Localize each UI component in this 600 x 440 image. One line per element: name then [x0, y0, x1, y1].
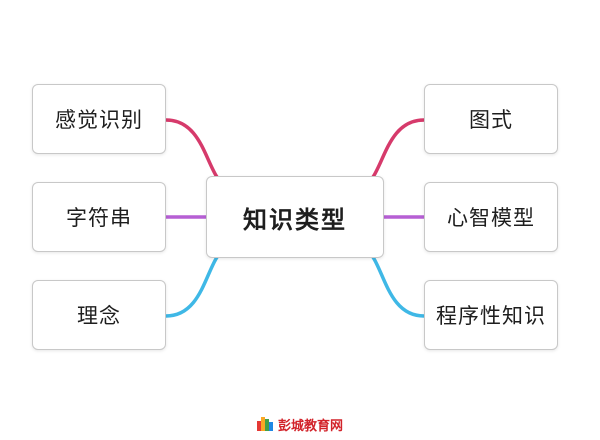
- connector-left-3: [164, 246, 228, 318]
- node-string: 字符串: [32, 182, 166, 252]
- central-node-label: 知识类型: [243, 205, 347, 234]
- node-label: 程序性知识: [436, 304, 546, 328]
- node-label: 感觉识别: [55, 108, 143, 132]
- node-label: 理念: [77, 304, 121, 328]
- watermark: 彭城教育网: [0, 412, 600, 436]
- book-logo-icon: [256, 417, 273, 431]
- node-concept: 理念: [32, 280, 166, 350]
- node-procedural-knowledge: 程序性知识: [424, 280, 558, 350]
- node-schema: 图式: [424, 84, 558, 154]
- node-label: 图式: [469, 108, 513, 132]
- node-perceptual-recognition: 感觉识别: [32, 84, 166, 154]
- watermark-text: 彭城教育网: [277, 418, 343, 434]
- node-mental-model: 心智模型: [424, 182, 558, 252]
- node-label: 心智模型: [447, 206, 535, 230]
- connector-right-3: [362, 246, 426, 318]
- central-node: 知识类型: [206, 176, 384, 258]
- node-label: 字符串: [66, 206, 132, 230]
